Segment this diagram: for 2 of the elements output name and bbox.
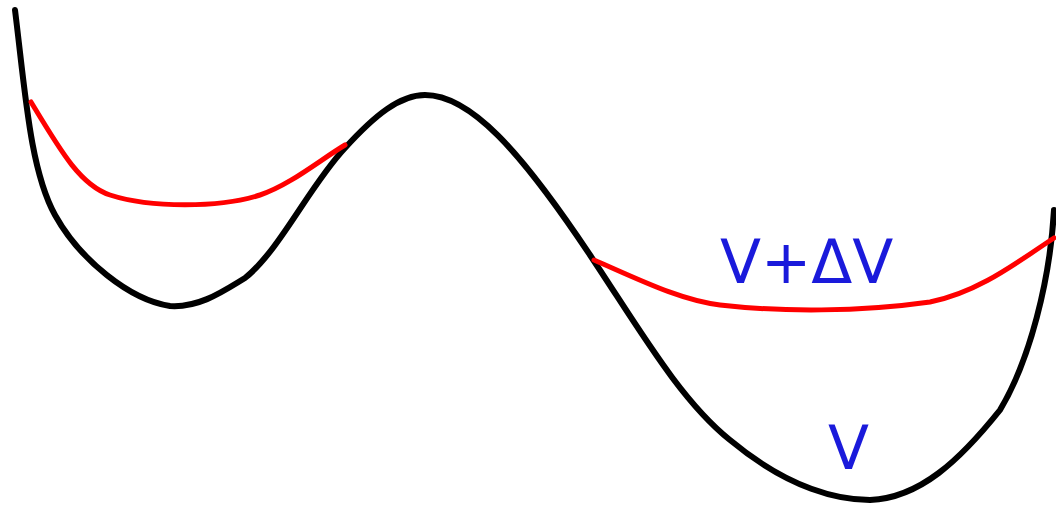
- curve-label: V+ΔV: [720, 232, 894, 292]
- curve-label: V: [828, 418, 870, 478]
